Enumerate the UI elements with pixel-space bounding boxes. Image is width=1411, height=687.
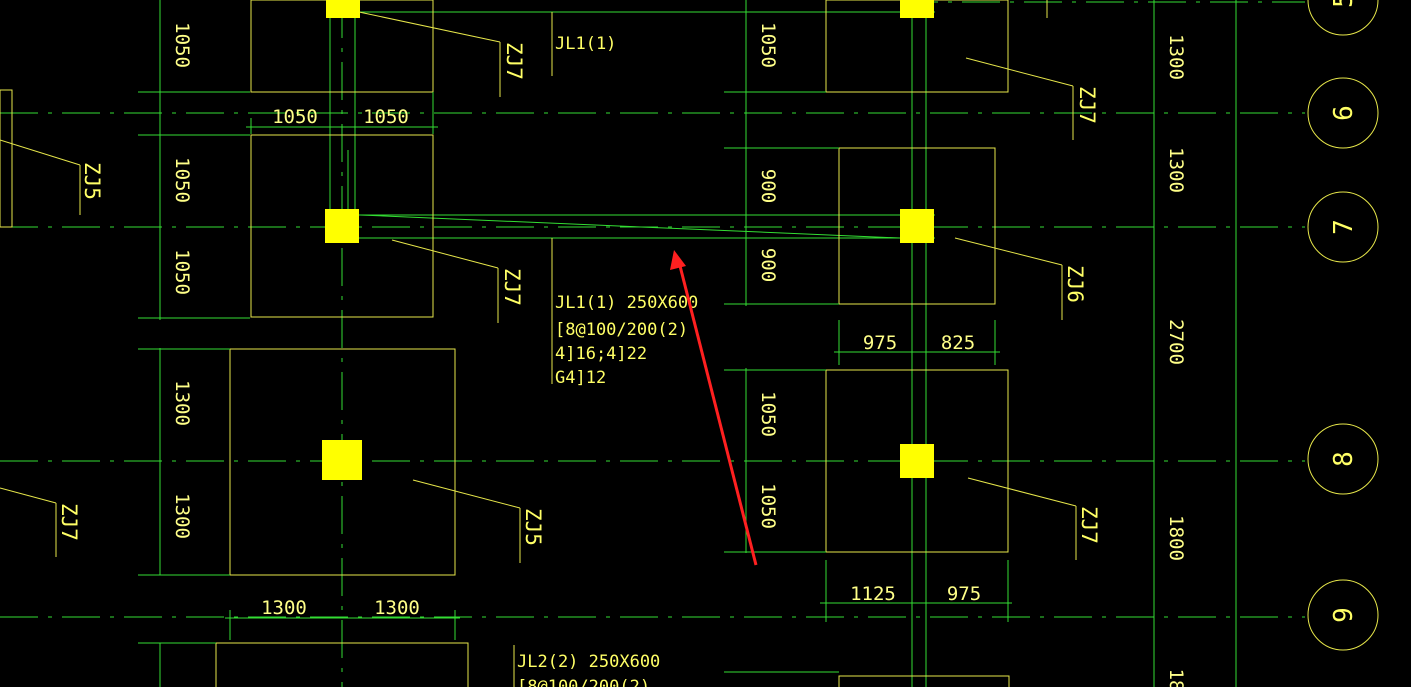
axis-label-9: 9 — [1329, 607, 1359, 623]
dim-far-1300-b: 1300 — [1165, 147, 1187, 193]
axis-label-6: 6 — [1329, 105, 1359, 121]
dim-left-1050-a: 1050 — [171, 22, 193, 68]
dim-top-1050-a: 1050 — [272, 106, 318, 128]
axis-label-8: 8 — [1329, 451, 1359, 467]
dim-bottom-1300-a: 1300 — [261, 597, 307, 619]
dim-far-18: 18 — [1165, 669, 1187, 687]
footing-tag-zj7-b: ZJ7 — [500, 268, 524, 306]
dim-far-1800: 1800 — [1165, 515, 1187, 561]
dim-bottom-1300-b: 1300 — [374, 597, 420, 619]
dim-left-1050-b: 1050 — [171, 157, 193, 203]
footing-tag-zj6: ZJ6 — [1063, 265, 1087, 303]
column-e[interactable] — [322, 440, 362, 480]
dim-right-975-b: 975 — [947, 583, 981, 605]
beam-spec-jl2[interactable]: JL2(2) 250X600 [8@100/200(2) — [517, 652, 660, 687]
dim-mid-1050-d: 1050 — [757, 483, 779, 529]
beam-spec-jl1-line4: G4]12 — [555, 368, 606, 388]
column-d[interactable] — [900, 209, 934, 243]
beam-spec-jl1-line2: [8@100/200(2) — [555, 320, 688, 340]
horizontal-axis-lines — [0, 1, 1305, 618]
axis-label-7: 7 — [1329, 219, 1359, 235]
dim-mid-900-b: 900 — [757, 248, 779, 282]
red-annotation-arrow — [670, 250, 758, 566]
beam-spec-jl2-line1: JL2(2) 250X600 — [517, 652, 660, 672]
beam-label-jl1-top[interactable]: JL1(1) — [555, 34, 616, 54]
beam-lines — [329, 0, 935, 240]
dim-mid-1050-c: 1050 — [757, 391, 779, 437]
footing-tag-zj5-b: ZJ5 — [521, 508, 545, 546]
axis-label-5: 5 — [1329, 0, 1359, 8]
beam-spec-jl1[interactable]: JL1(1) 250X600 [8@100/200(2) 4]16;4]22 G… — [555, 293, 698, 388]
column-c[interactable] — [325, 209, 359, 243]
dim-left-1050-c: 1050 — [171, 249, 193, 295]
beam-spec-jl1-line1: JL1(1) 250X600 — [555, 293, 698, 313]
axis-bubbles — [1307, 0, 1379, 651]
footing-outlines — [0, 0, 1048, 687]
leader-lines — [0, 11, 1077, 687]
dim-mid-900-a: 900 — [757, 169, 779, 203]
beam-spec-jl2-line2: [8@100/200(2) — [517, 677, 650, 687]
footing-tag-zj7-c: ZJ7 — [57, 503, 81, 541]
column-b[interactable] — [900, 0, 934, 18]
dim-mid-1050-top: 1050 — [757, 22, 779, 68]
dim-left-1300-a: 1300 — [171, 380, 193, 426]
footing-tag-zj7-e: ZJ7 — [1077, 506, 1101, 544]
dim-far-2700: 2700 — [1165, 319, 1187, 365]
dim-far-1300-a: 1300 — [1165, 34, 1187, 80]
footing-tag-zj5-a: ZJ5 — [80, 162, 104, 200]
dim-top-1050-b: 1050 — [363, 106, 409, 128]
column-a[interactable] — [326, 0, 360, 18]
columns — [322, 0, 934, 480]
footing-tag-zj7-a: ZJ7 — [502, 42, 526, 80]
beam-spec-jl1-line3: 4]16;4]22 — [555, 344, 647, 364]
dim-right-975-a: 975 — [863, 332, 897, 354]
dim-right-1125: 1125 — [850, 583, 896, 605]
column-f[interactable] — [900, 444, 934, 478]
footing-tag-zj7-d: ZJ7 — [1075, 86, 1099, 124]
dim-left-1300-b: 1300 — [171, 493, 193, 539]
vertical-axis-lines — [341, 0, 1237, 687]
dim-right-825: 825 — [941, 332, 975, 354]
